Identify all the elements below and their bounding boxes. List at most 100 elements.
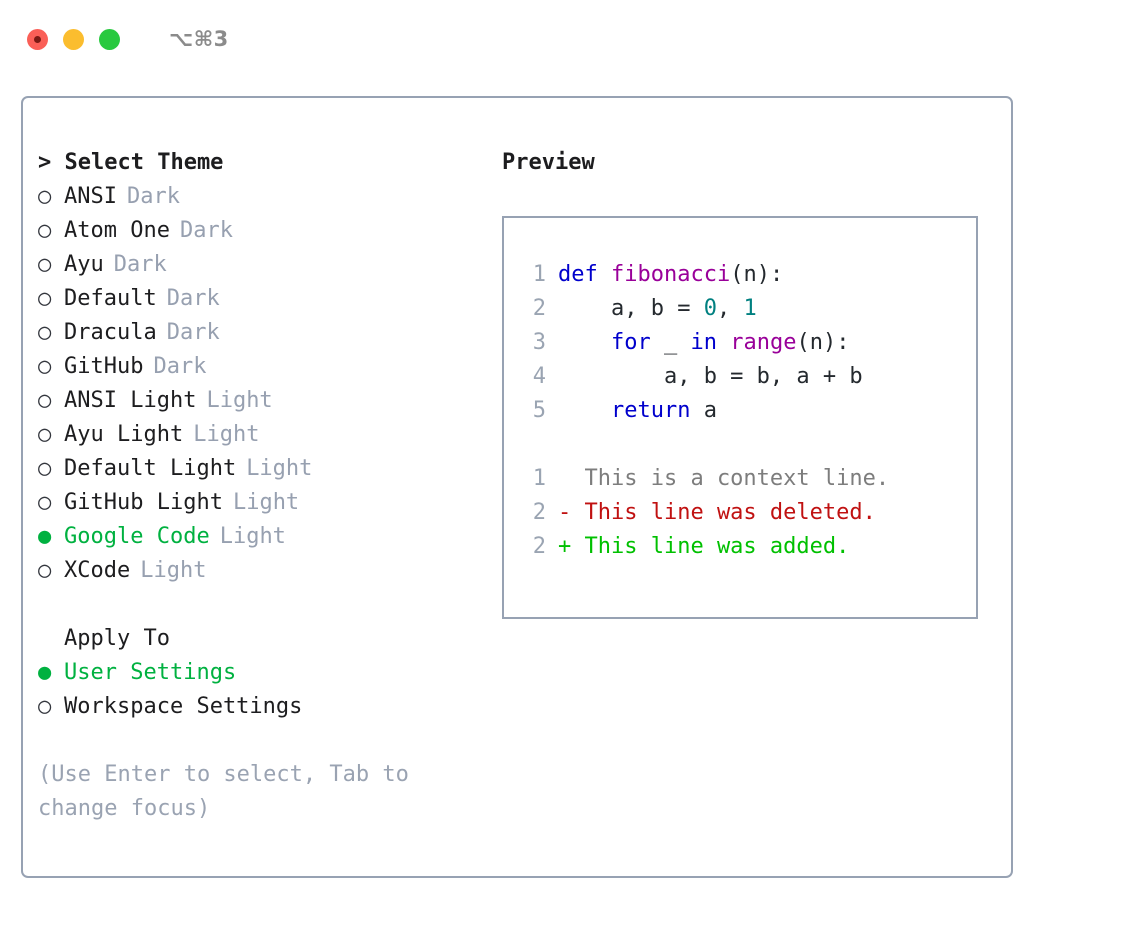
apply-to-option-workspace-settings[interactable]: ○ Workspace Settings xyxy=(38,690,478,724)
radio-unselected-icon: ○ xyxy=(38,456,52,481)
theme-option-category: Light xyxy=(246,456,313,481)
apply-to-option-label: User Settings xyxy=(64,660,237,685)
code-token-plain: , xyxy=(716,296,744,321)
code-token-plain: (n): xyxy=(796,330,850,355)
theme-option-label: GitHub Light xyxy=(64,490,223,515)
theme-option-category: Dark xyxy=(166,320,220,345)
diff-line-text-del: - This line was deleted. xyxy=(558,500,876,525)
theme-option-category: Dark xyxy=(113,252,167,277)
maximize-window-button[interactable] xyxy=(99,28,120,50)
theme-option-category: Light xyxy=(193,422,260,447)
apply-to-header: Apply To xyxy=(64,626,170,651)
code-token-plain: a, b = xyxy=(558,296,704,321)
code-line-number: 3 xyxy=(532,330,546,355)
code-token-fn: range xyxy=(730,330,797,355)
window-controls xyxy=(27,28,120,50)
theme-option-label: Google Code xyxy=(64,524,210,549)
theme-option-xcode[interactable]: ○ XCode Light xyxy=(38,554,478,588)
apply-to-option-user-settings[interactable]: ● User Settings xyxy=(38,656,478,690)
theme-option-label: Ayu xyxy=(64,252,104,277)
code-line-number: 2 xyxy=(532,296,546,321)
radio-unselected-icon: ○ xyxy=(38,218,52,243)
code-line: 3 for _ in range(n): xyxy=(518,326,976,360)
diff-line: 1 This is a context line. xyxy=(518,462,976,496)
theme-option-label: Default xyxy=(64,286,157,311)
code-line-text: a, b = 0, 1 xyxy=(558,292,757,326)
theme-option-atom-one[interactable]: ○ Atom One Dark xyxy=(38,214,478,248)
diff-line-text-add: + This line was added. xyxy=(558,534,850,559)
apply-to-option-label: Workspace Settings xyxy=(64,694,303,719)
theme-option-label: ANSI xyxy=(64,184,117,209)
code-token-plain: _ xyxy=(650,330,691,355)
diff-line-number: 2 xyxy=(532,534,546,559)
code-line: 1 def fibonacci(n): xyxy=(518,258,976,292)
theme-option-label: ANSI Light xyxy=(64,388,197,413)
radio-unselected-icon: ○ xyxy=(38,694,52,719)
code-line: 5 return a xyxy=(518,394,976,428)
radio-unselected-icon: ○ xyxy=(38,490,52,515)
code-token-plain xyxy=(558,330,611,355)
code-token-kw: in xyxy=(690,330,717,355)
diff-sample: 1 This is a context line.2- This line wa… xyxy=(518,462,976,564)
theme-option-github-light[interactable]: ○ GitHub Light Light xyxy=(38,486,478,520)
theme-option-label: GitHub xyxy=(64,354,144,379)
theme-option-label: Dracula xyxy=(64,320,157,345)
radio-unselected-icon: ○ xyxy=(38,354,52,379)
code-token-kw: def xyxy=(558,262,598,287)
radio-unselected-icon: ○ xyxy=(38,558,52,583)
theme-option-category: Dark xyxy=(179,218,233,243)
code-line: 2 a, b = 0, 1 xyxy=(518,292,976,326)
code-token-kw: for xyxy=(610,330,651,355)
title-bar: ⌥⌘3 xyxy=(0,0,1140,78)
diff-line-number: 1 xyxy=(532,466,546,491)
code-token-plain: (n): xyxy=(730,262,784,287)
theme-option-category: Dark xyxy=(166,286,220,311)
select-theme-header: > Select Theme xyxy=(38,150,224,175)
radio-unselected-icon: ○ xyxy=(38,422,52,447)
diff-line: 2- This line was deleted. xyxy=(518,496,976,530)
theme-option-ansi-light[interactable]: ○ ANSI Light Light xyxy=(38,384,478,418)
code-token-plain: a xyxy=(690,398,717,423)
code-token-plain xyxy=(717,330,730,355)
theme-option-category: Light xyxy=(140,558,207,583)
code-token-num: 0 xyxy=(703,296,717,321)
close-window-button[interactable] xyxy=(27,28,48,50)
theme-option-label: Atom One xyxy=(64,218,170,243)
code-line-number: 1 xyxy=(532,262,546,287)
code-line-number: 4 xyxy=(532,364,546,389)
radio-unselected-icon: ○ xyxy=(38,252,52,277)
radio-unselected-icon: ○ xyxy=(38,320,52,345)
code-line-number: 5 xyxy=(532,398,546,423)
code-line-text: for _ in range(n): xyxy=(558,326,849,360)
theme-option-category: Light xyxy=(232,490,300,515)
theme-option-category: Dark xyxy=(126,184,180,209)
theme-option-label: XCode xyxy=(64,558,131,583)
section-spacer xyxy=(38,588,478,622)
code-token-kw: return xyxy=(610,398,691,423)
keyboard-shortcut-label: ⌥⌘3 xyxy=(169,27,229,51)
theme-option-category: Light xyxy=(206,388,273,413)
code-token-plain: a, b = b, a + b xyxy=(558,364,863,389)
code-token-plain xyxy=(558,398,611,423)
minimize-window-button[interactable] xyxy=(63,28,84,50)
code-line-text: def fibonacci(n): xyxy=(558,258,783,292)
theme-option-dracula[interactable]: ○ Dracula Dark xyxy=(38,316,478,350)
code-token-plain xyxy=(598,262,611,287)
radio-selected-icon: ● xyxy=(38,660,52,685)
theme-option-ayu[interactable]: ○ Ayu Dark xyxy=(38,248,478,282)
radio-unselected-icon: ○ xyxy=(38,388,52,413)
